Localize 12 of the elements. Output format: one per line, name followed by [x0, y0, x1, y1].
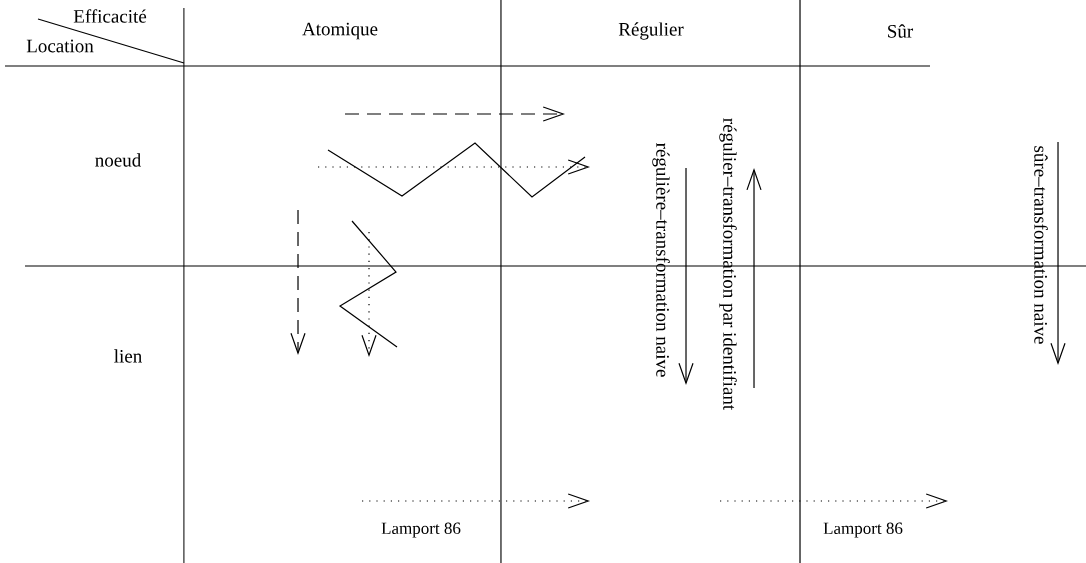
reference-label: Lamport 86 [823, 522, 903, 538]
arrow-label: régulier–transformation par identifiant [719, 118, 737, 411]
row-heading: noeud [95, 153, 141, 167]
column-heading: Sûr [888, 24, 914, 38]
row-heading: Location [26, 39, 94, 53]
arrow-label: sûre–transformation naive [1034, 146, 1048, 344]
row-heading: lien [114, 349, 142, 363]
column-heading: Efficacité [73, 9, 147, 23]
reference-label: Lamport 86 [381, 522, 461, 538]
arrow-label: régulière–transformation naive [652, 143, 670, 377]
column-heading: Régulier [618, 22, 684, 40]
column-heading: Atomique [302, 22, 378, 40]
